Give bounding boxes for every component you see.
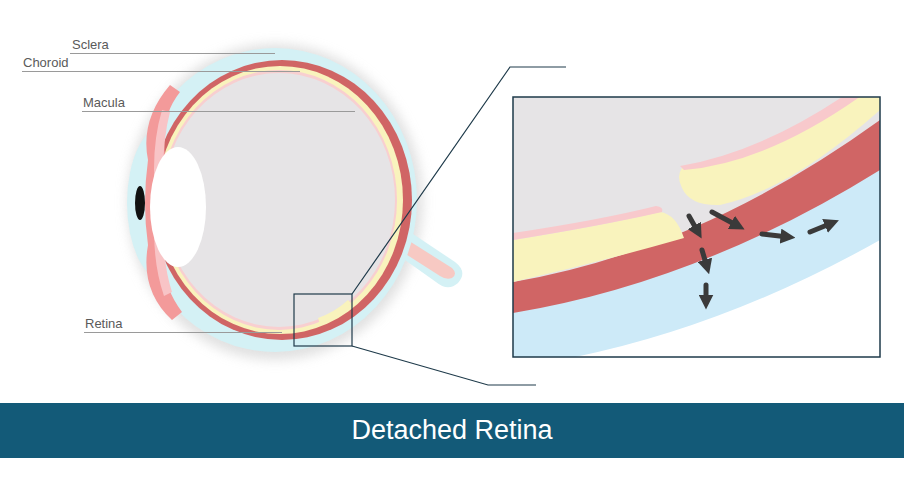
fluid-arrow: [762, 234, 788, 237]
leader-line: [84, 332, 282, 333]
leader-line: [82, 111, 355, 112]
fluid-arrow: [810, 223, 832, 232]
retina-surface: [513, 206, 662, 240]
lens: [150, 147, 206, 267]
diagram-title: Detached Retina: [0, 403, 904, 458]
part-label: Choroid: [23, 55, 69, 70]
part-label: Retina: [85, 316, 123, 331]
inset-illustration: [513, 97, 880, 357]
fluid-arrow: [704, 285, 709, 302]
part-label: Macula: [83, 95, 125, 110]
detached-flap: [318, 300, 351, 324]
fluid-arrow: [712, 212, 738, 226]
leader-line: [22, 71, 300, 72]
zoom-box: [294, 294, 352, 346]
fluid-arrow: [702, 250, 707, 267]
leader-line: [70, 53, 275, 54]
inset-frame: [513, 97, 880, 357]
sclera: [133, 48, 417, 352]
eye-shadow: [127, 44, 423, 360]
detached-retina-surface: [680, 97, 880, 170]
zoom-line: [352, 346, 536, 385]
detached-retina: [679, 97, 880, 205]
fluid-arrow: [689, 216, 698, 232]
part-label: Sclera: [72, 37, 109, 52]
pupil: [135, 186, 145, 220]
